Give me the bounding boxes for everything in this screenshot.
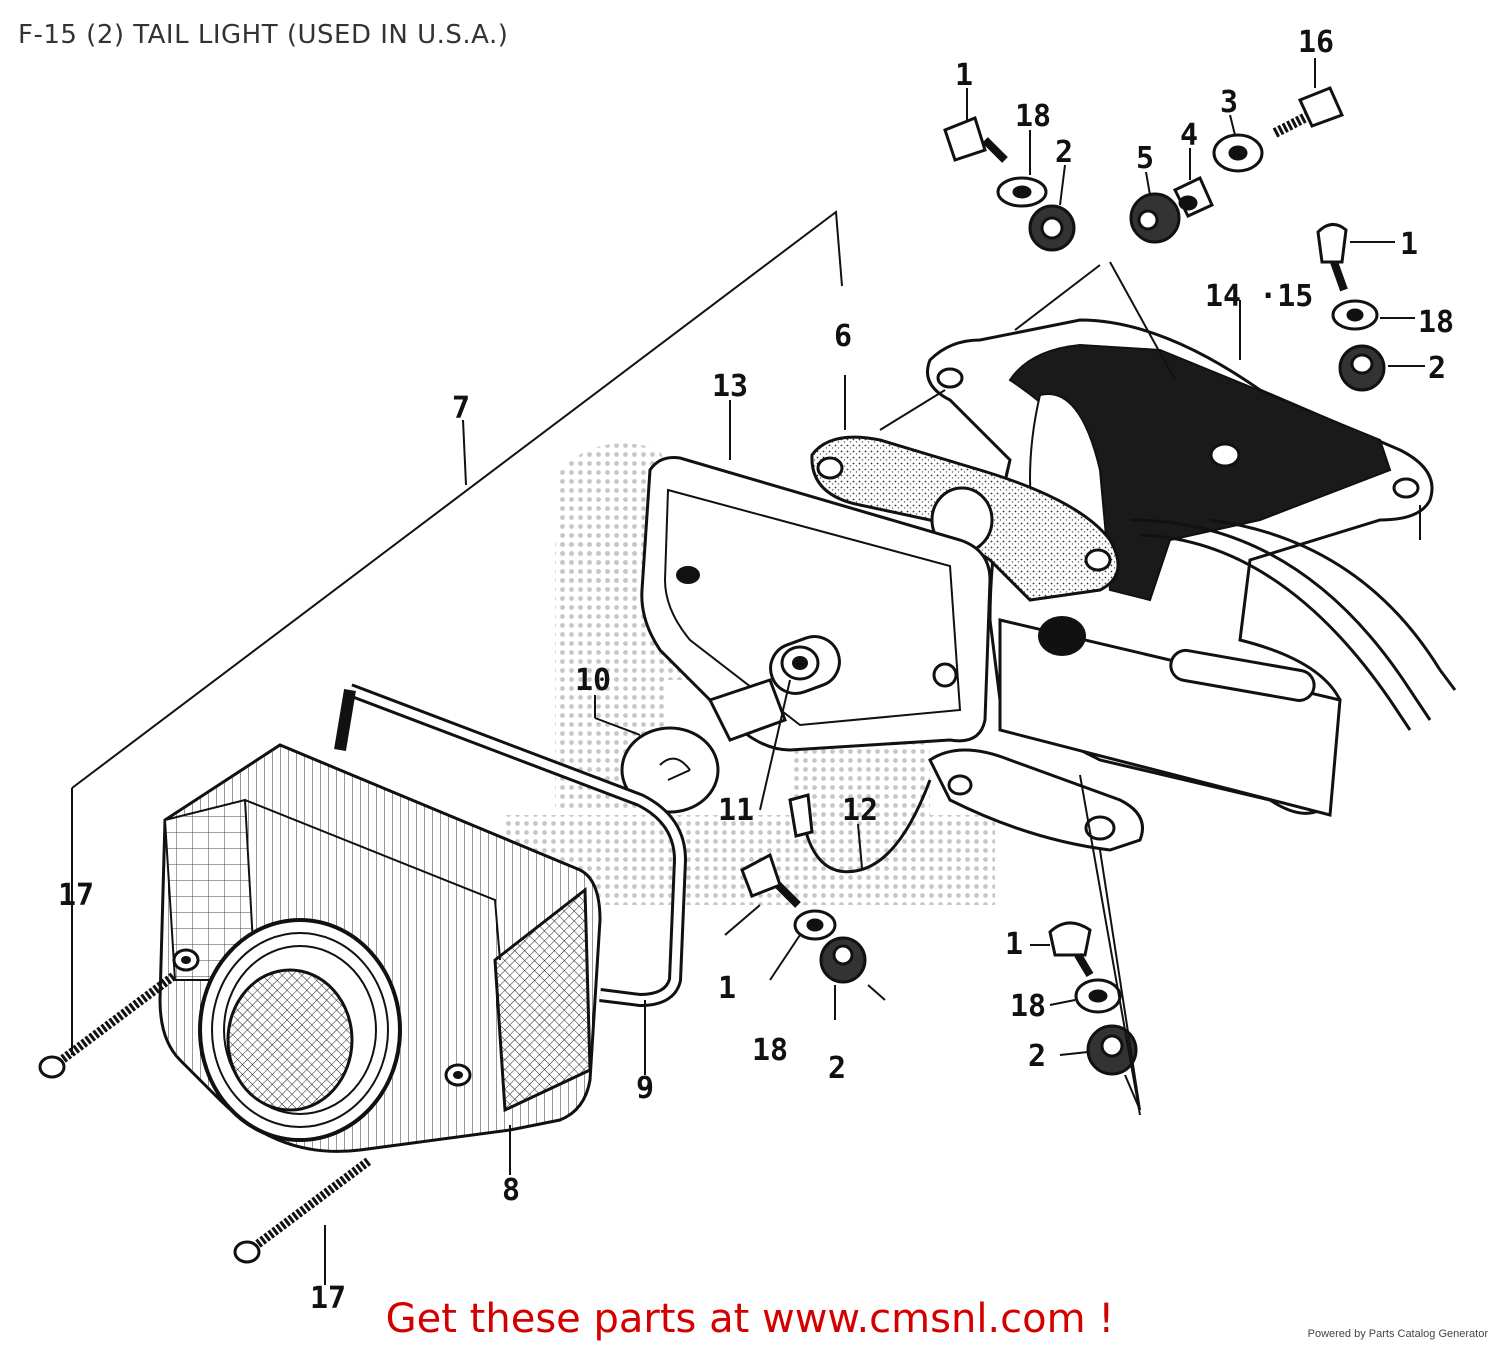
wire-leads: [1129, 518, 1457, 731]
callout-2: 2: [1428, 351, 1446, 386]
callout-2: 2: [1028, 1039, 1046, 1074]
right-hardware: [1316, 223, 1386, 392]
callout-5: 5: [1136, 141, 1154, 176]
socket-base-13: [640, 456, 992, 752]
callout-2: 2: [828, 1051, 846, 1086]
bulb-10: [620, 678, 787, 814]
top-hardware: [943, 86, 1345, 252]
callout-16: 16: [1298, 25, 1334, 60]
screws-17: [38, 971, 373, 1264]
callout-12: 12: [842, 793, 878, 828]
callout-4: 4: [1180, 118, 1198, 153]
connector-12: [788, 779, 932, 874]
callout-1: 1: [1400, 227, 1418, 262]
callout-18: 18: [1418, 305, 1454, 340]
callout-18: 18: [752, 1033, 788, 1068]
callout-11: 11: [718, 793, 754, 828]
leader-lines: [71, 58, 1425, 1285]
callout-17: 17: [310, 1281, 346, 1316]
callout-14-15: 14 ·15: [1205, 279, 1313, 314]
powered-by-credit: Powered by Parts Catalog Generator: [1307, 1328, 1488, 1340]
callout-10: 10: [575, 663, 611, 698]
callout-2: 2: [1055, 135, 1073, 170]
callout-8: 8: [502, 1173, 520, 1208]
callout-1: 1: [718, 971, 736, 1006]
housing-bracket: [926, 318, 1434, 852]
page-title: F-15 (2) TAIL LIGHT (USED IN U.S.A.): [18, 20, 509, 50]
callout-6: 6: [834, 319, 852, 354]
callout-17: 17: [58, 878, 94, 913]
callout-9: 9: [636, 1071, 654, 1106]
callout-18: 18: [1015, 99, 1051, 134]
lens-gasket-9: [334, 683, 687, 1007]
lower-hardware: [740, 852, 1138, 1076]
callout-labels: 16 1 18 2 5 4 3 1 18 2 14 ·15 6 13 7 10 …: [58, 25, 1454, 1316]
callout-13: 13: [712, 369, 748, 404]
callout-3: 3: [1220, 85, 1238, 120]
lens-8: [158, 743, 602, 1153]
get-parts-link[interactable]: Get these parts at www.cmsnl.com !: [385, 1296, 1115, 1342]
callout-18: 18: [1010, 989, 1046, 1024]
callout-1: 1: [955, 58, 973, 93]
callout-1: 1: [1005, 927, 1023, 962]
callout-7: 7: [452, 391, 470, 426]
